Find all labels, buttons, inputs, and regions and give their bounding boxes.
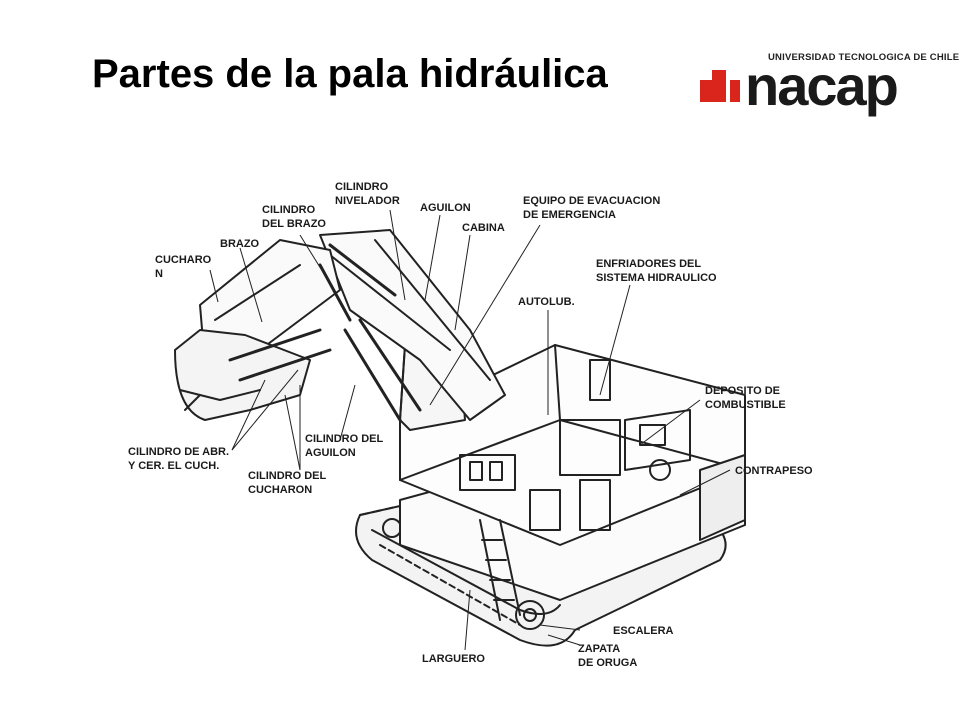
logo-name: nacap (745, 54, 899, 117)
label-aguilon: AGUILON (420, 202, 471, 214)
label-cilindro-abr: CILINDRO DE ABR. Y CER. EL CUCH. (128, 446, 232, 472)
label-cucharon: CUCHARO N (155, 254, 214, 280)
label-cilindro-cucharon: CILINDRO DEL CUCHARON (248, 470, 329, 496)
label-cabina: CABINA (462, 222, 505, 234)
label-enfriadores: ENFRIADORES DEL SISTEMA HIDRAULICO (596, 258, 717, 284)
machinery (459, 359, 691, 531)
label-cilindro-nivelador: CILINDRO NIVELADOR (335, 181, 400, 207)
counterweight (699, 454, 746, 541)
label-equipo-evacuacion: EQUIPO DE EVACUACION DE EMERGENCIA (523, 195, 663, 221)
label-autolub: AUTOLUB. (518, 296, 575, 308)
cylinders (228, 243, 422, 422)
logo-mark-icon (700, 70, 740, 102)
label-cilindro-aguilon: CILINDRO DEL AGUILON (305, 433, 386, 459)
label-zapata: ZAPATA DE ORUGA (578, 643, 637, 669)
label-brazo: BRAZO (220, 238, 260, 250)
label-escalera: ESCALERA (613, 625, 674, 637)
label-cilindro-brazo: CILINDRO DEL BRAZO (262, 204, 326, 230)
label-contrapeso: CONTRAPESO (735, 465, 813, 477)
label-larguero: LARGUERO (422, 653, 485, 665)
inacap-logo: UNIVERSIDAD TECNOLOGICA DE CHILE nacap (700, 52, 959, 122)
leader-lines (209, 209, 731, 651)
logo-subtitle: UNIVERSIDAD TECNOLOGICA DE CHILE (768, 52, 960, 63)
label-deposito: DEPOSITO DE COMBUSTIBLE (705, 385, 786, 411)
boom (319, 229, 506, 421)
slide-title: Partes de la pala hidráulica (92, 52, 608, 96)
excavator-drawing (174, 229, 746, 647)
ladder (479, 519, 521, 621)
bucket (174, 329, 311, 421)
